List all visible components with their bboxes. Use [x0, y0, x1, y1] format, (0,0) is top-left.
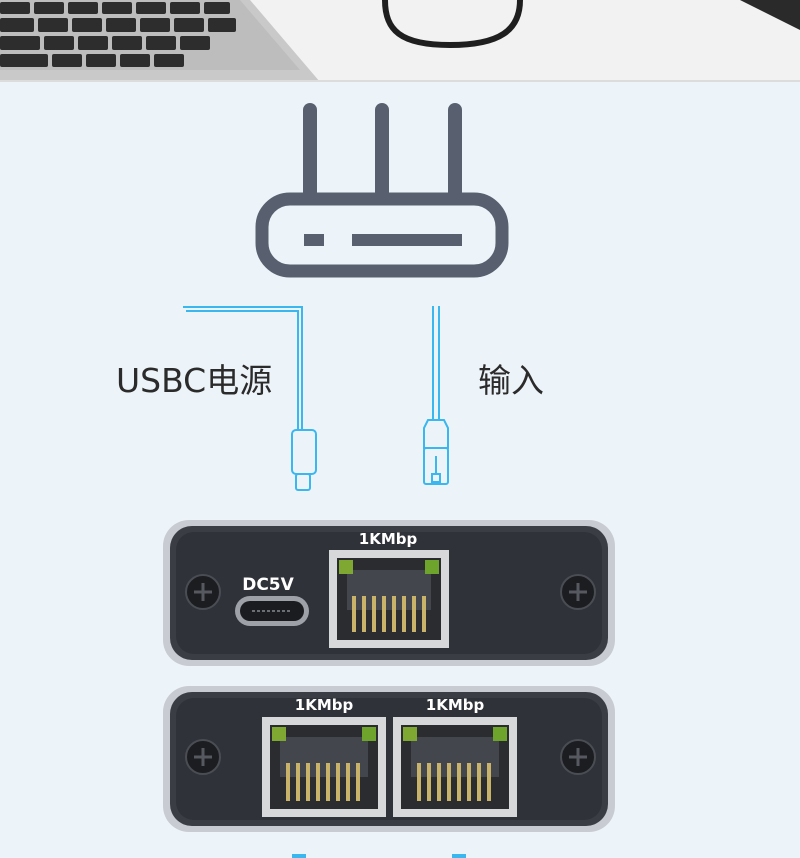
link-led-icon — [403, 727, 417, 741]
usbc-port — [235, 596, 309, 626]
screw-icon — [560, 574, 596, 610]
screw-icon — [560, 739, 596, 775]
activity-led-icon — [362, 727, 376, 741]
cable-stub — [452, 854, 466, 858]
bottom-adapter-device — [163, 686, 615, 832]
activity-led-icon — [425, 560, 439, 574]
rj45-port — [329, 550, 449, 648]
bottom-port1-speed-label: 1KMbp — [295, 696, 354, 714]
link-led-icon — [339, 560, 353, 574]
screw-icon — [185, 574, 221, 610]
usbc-power-label: USBC电源 — [116, 361, 273, 400]
bottom-port2-speed-label: 1KMbp — [426, 696, 485, 714]
rj45-port-1 — [262, 717, 386, 817]
top-adapter-device — [163, 520, 615, 666]
screw-icon — [185, 739, 221, 775]
top-port-speed-label: 1KMbp — [359, 530, 418, 548]
dc-power-label: DC5V — [242, 575, 294, 595]
laptop-photo — [0, 0, 800, 82]
usbc-cable-icon — [183, 306, 317, 491]
rj45-port-2 — [393, 717, 517, 817]
cable-stub — [292, 854, 306, 858]
activity-led-icon — [493, 727, 507, 741]
router-icon — [255, 103, 509, 278]
background-photo-strip — [0, 0, 800, 82]
ethernet-cable-icon — [423, 306, 449, 485]
input-label: 输入 — [478, 361, 544, 400]
link-led-icon — [272, 727, 286, 741]
